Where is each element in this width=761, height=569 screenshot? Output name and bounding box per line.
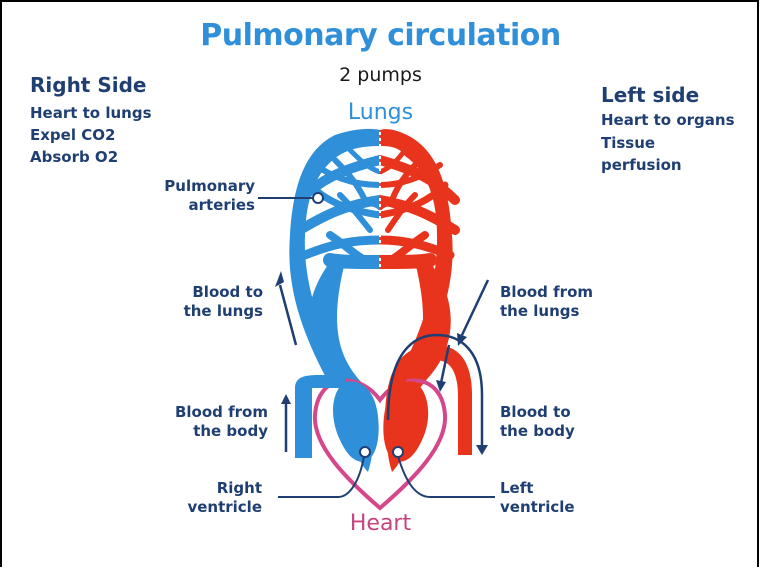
pulmonary-arteries-line-1: Pulmonary: [150, 177, 255, 196]
right-ventricle-line-2: ventricle: [150, 498, 262, 517]
right-ventricle-label: Right ventricle: [150, 479, 262, 517]
blood-to-lungs-line-1: Blood to: [150, 283, 263, 302]
blood-from-body-label: Blood from the body: [150, 403, 268, 441]
left-ventricle-line-2: ventricle: [500, 498, 575, 517]
blood-to-body-line-2: the body: [500, 422, 575, 441]
heart-label: Heart: [0, 511, 761, 536]
blood-from-body-line-2: the body: [150, 422, 268, 441]
pulmonary-arteries-line-2: arteries: [150, 196, 255, 215]
blood-from-lungs-line-2: the lungs: [500, 302, 593, 321]
blood-to-lungs-label: Blood to the lungs: [150, 283, 263, 321]
left-ventricle-line-1: Left: [500, 479, 575, 498]
blood-from-body-line-1: Blood from: [150, 403, 268, 422]
blood-to-lungs-line-2: the lungs: [150, 302, 263, 321]
blood-to-body-line-1: Blood to: [500, 403, 575, 422]
blood-from-lungs-line-1: Blood from: [500, 283, 593, 302]
left-ventricle-label: Left ventricle: [500, 479, 575, 517]
blood-to-body-label: Blood to the body: [500, 403, 575, 441]
blood-from-lungs-label: Blood from the lungs: [500, 283, 593, 321]
pulmonary-arteries-label: Pulmonary arteries: [150, 177, 255, 215]
right-ventricle-line-1: Right: [150, 479, 262, 498]
lungs-label: Lungs: [0, 100, 761, 125]
